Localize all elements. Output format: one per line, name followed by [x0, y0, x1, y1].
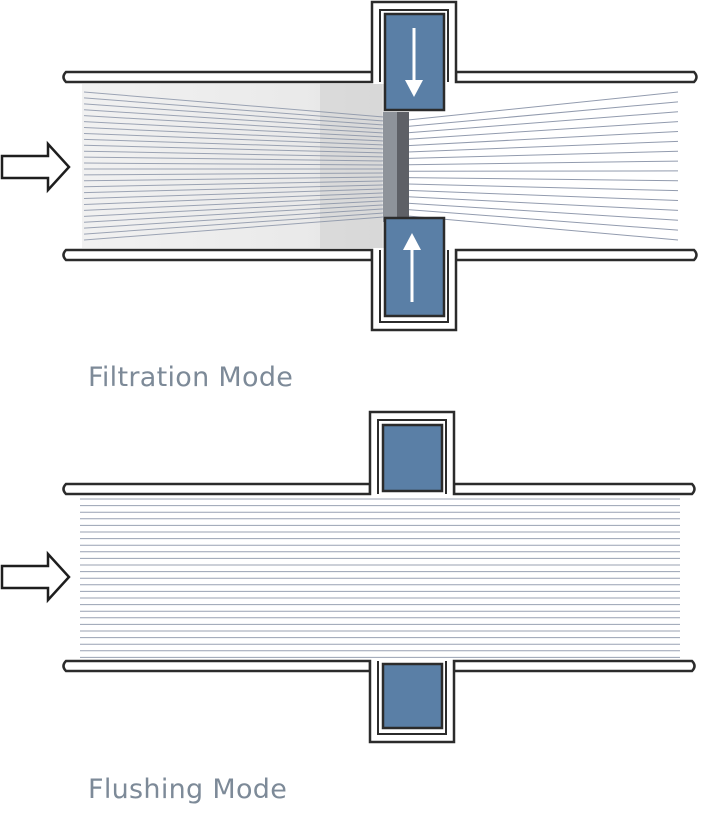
flow-arrow-icon: [0, 550, 71, 604]
fiber-line: [407, 189, 679, 202]
fiber-line: [83, 184, 397, 194]
piston-down-arrow-icon: [405, 28, 423, 97]
bottom-wall-left: [62, 248, 374, 262]
fiber-line: [83, 195, 397, 211]
fiber-line: [83, 162, 397, 166]
bottom-wall-right: [454, 248, 698, 262]
top-wall-right: [454, 70, 698, 84]
bottom-wall-right: [452, 659, 696, 673]
fiber-line: [407, 183, 679, 192]
compressed-fiber-core: [397, 112, 409, 222]
fiber-line: [83, 199, 397, 217]
fiber-line: [83, 180, 397, 188]
filtration-mode-panel: [0, 0, 698, 332]
fiber-line: [83, 132, 397, 146]
fiber-line: [83, 188, 397, 200]
fibers-flushing: [80, 498, 680, 658]
fiber-line: [407, 111, 679, 134]
fiber-line: [83, 97, 397, 123]
pipe-walls-flushing: [62, 482, 696, 673]
pipe-walls-filtration: [62, 70, 698, 262]
fiber-line: [407, 140, 679, 153]
fiber-line: [83, 121, 397, 139]
fiber-line: [83, 215, 397, 241]
piston-up-arrow-icon: [403, 233, 421, 302]
top-wall-left: [62, 482, 372, 496]
fiber-line: [83, 211, 397, 235]
fiber-line: [407, 196, 679, 211]
fiber-line: [407, 130, 679, 147]
flushing-mode-panel: [0, 410, 696, 744]
fiber-line: [407, 215, 679, 241]
flushing-mode-caption: Flushing Mode: [88, 774, 288, 805]
fiber-line: [83, 103, 397, 127]
fiber-line: [83, 156, 397, 162]
bottom-piston-housing: [370, 216, 458, 332]
filtration-mode-caption: Filtration Mode: [88, 362, 294, 393]
bottom-wall-left: [62, 659, 372, 673]
fiber-line: [407, 202, 679, 221]
fiber-line: [407, 121, 679, 140]
bottom-piston: [383, 216, 446, 318]
bottom-piston-retracted: [381, 662, 444, 730]
fiber-line: [83, 144, 397, 154]
fiber-line: [83, 109, 397, 131]
fiber-line: [83, 150, 397, 158]
fiber-line: [83, 91, 397, 119]
fiber-line: [407, 209, 679, 231]
fiber-line: [407, 91, 679, 121]
flow-arrow-icon: [0, 140, 71, 194]
fiber-line: [83, 207, 397, 229]
fiber-line: [83, 191, 397, 205]
fiber-line: [407, 150, 679, 159]
top-piston-retracted: [381, 423, 444, 493]
fiber-line: [83, 203, 397, 223]
fiber-line: [407, 177, 679, 182]
top-piston-housing-retracted: [368, 410, 456, 494]
fiber-line: [83, 127, 397, 143]
bottom-piston-housing-retracted: [368, 661, 456, 744]
top-wall-right: [452, 482, 696, 496]
fiber-line: [83, 115, 397, 135]
dense-band: [320, 84, 384, 248]
top-wall-left: [62, 70, 374, 84]
top-piston-housing: [370, 0, 458, 112]
fiber-line: [407, 101, 679, 127]
fibers-downstream: [407, 91, 679, 241]
fiber-line: [407, 160, 679, 166]
fiber-line: [83, 176, 397, 182]
fiber-line: [83, 138, 397, 150]
fibers-upstream: [83, 91, 397, 241]
fiber-line: [83, 172, 397, 176]
